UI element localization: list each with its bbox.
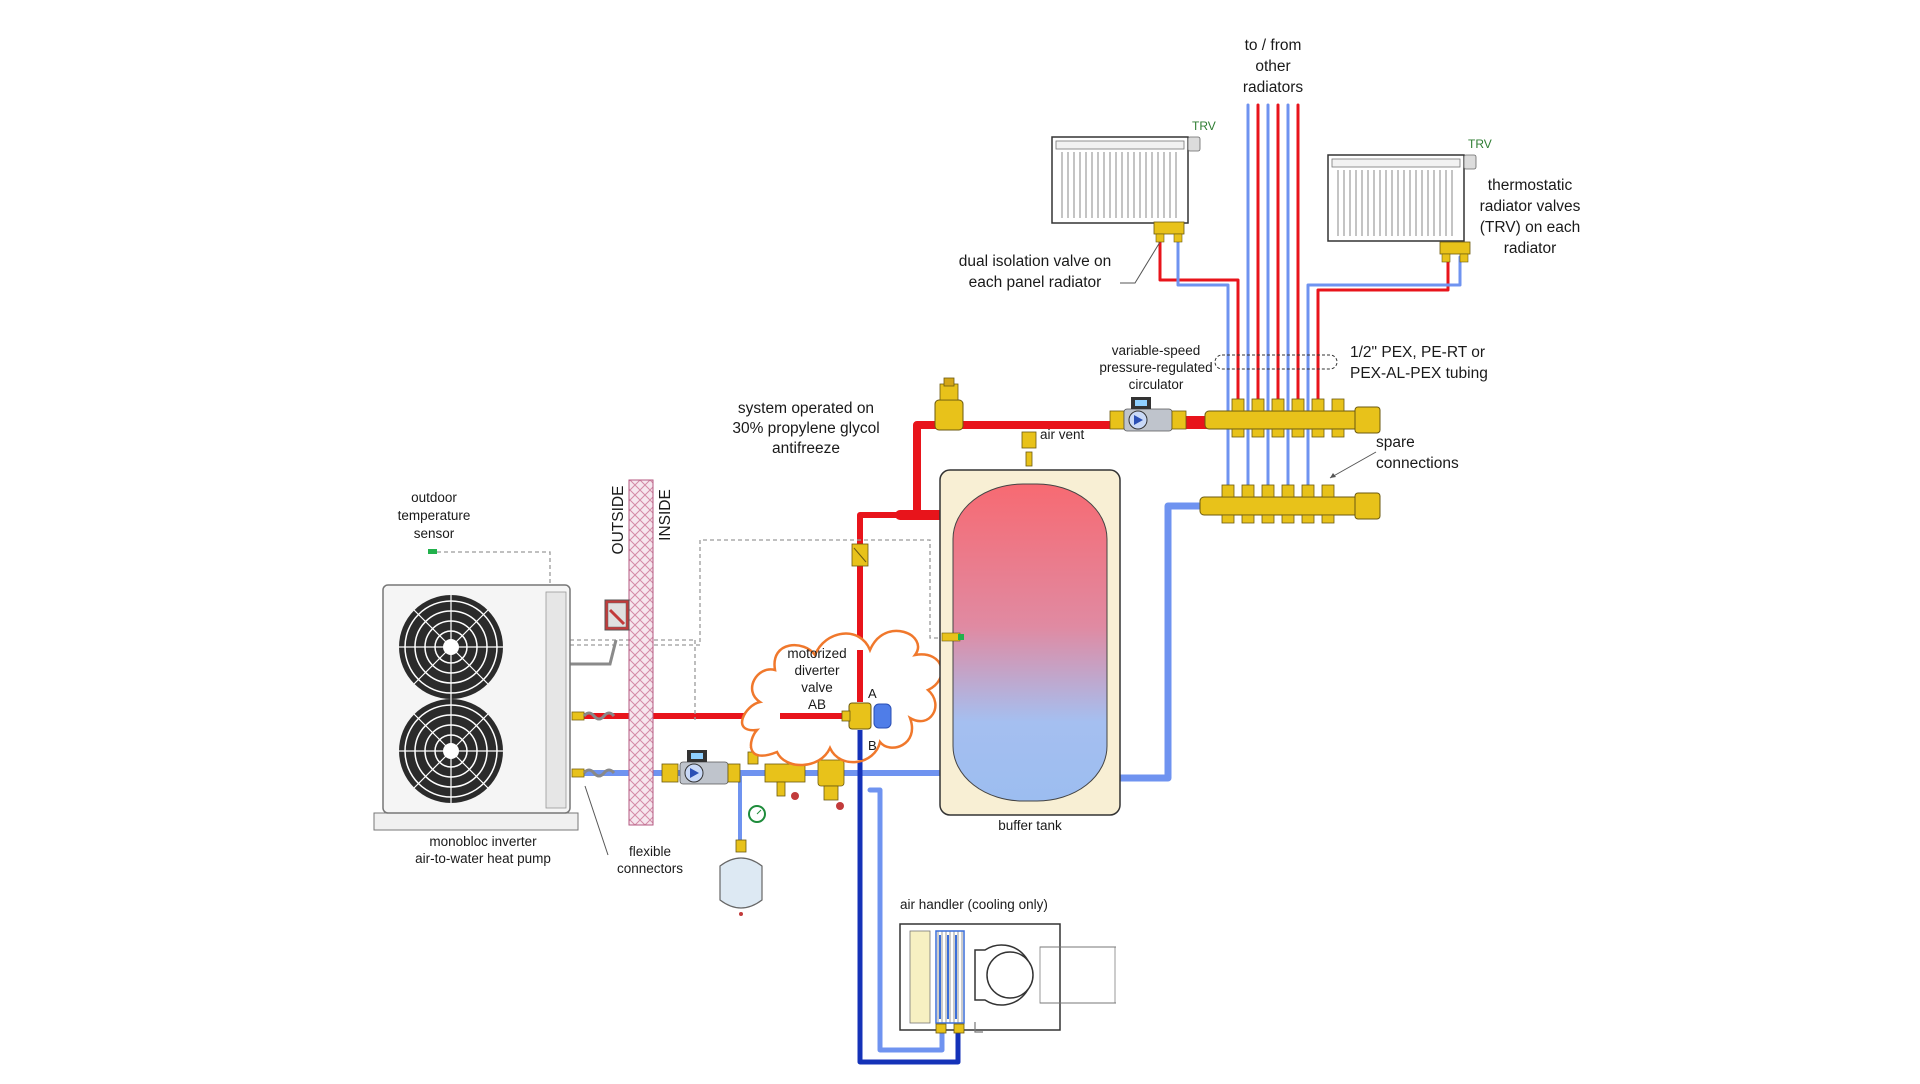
- flexible-connectors-label-2: connectors: [617, 861, 683, 876]
- air-vent-label: air vent: [1040, 427, 1085, 442]
- isolation-valve-icon: [1439, 241, 1471, 255]
- riser-blue-5: [1306, 255, 1462, 487]
- riser-red-5: [1316, 255, 1450, 412]
- control-wiring: [437, 539, 958, 720]
- diverter-label-3: valve: [801, 680, 833, 695]
- flexible-connectors-label-1: flexible: [629, 844, 671, 859]
- fan-icon: [399, 699, 503, 803]
- circulator-icon: [679, 750, 729, 785]
- sensor-cable: [570, 639, 618, 666]
- isolation-valve-icon: [1153, 221, 1185, 235]
- radiator-callouts: to / from other radiators dual isolation…: [959, 37, 1581, 291]
- diverter-valve-icon: [841, 702, 892, 730]
- to-from-label-2: other: [1255, 58, 1290, 75]
- dirt-separator-icon: [817, 759, 845, 810]
- trv-head-icon: [1463, 154, 1477, 170]
- heat-pump-label-1: monobloc inverter: [429, 834, 537, 849]
- thermostatic-label-4: radiator: [1504, 240, 1557, 257]
- antifreeze-label-2: 30% propylene glycol: [732, 420, 879, 437]
- thermostatic-label-1: thermostatic: [1488, 177, 1573, 194]
- purge-valve-icon: [764, 763, 806, 783]
- air-vent-icon: [1021, 431, 1037, 449]
- thermostatic-label-2: radiator valves: [1480, 198, 1581, 215]
- trv-label-right: TRV: [1468, 137, 1492, 151]
- air-handler-return-pipe: [867, 787, 945, 1053]
- outdoor-sensor-label-1: outdoor: [411, 490, 457, 505]
- tubing-callout: 1/2" PEX, PE-RT or PEX-AL-PEX tubing: [1214, 344, 1488, 382]
- to-from-label-3: radiators: [1243, 79, 1304, 96]
- return-line-components: [661, 744, 845, 916]
- radiator-left: TRV: [1051, 119, 1216, 243]
- exterior-wall: OUTSIDE INSIDE: [610, 479, 674, 826]
- supply-manifold: [1204, 398, 1381, 438]
- drain-stub: [776, 781, 786, 797]
- antifreeze-label-3: antifreeze: [772, 440, 840, 457]
- diverter-label-2: diverter: [794, 663, 840, 678]
- air-separator-icon: [934, 377, 964, 431]
- radiator-right: TRV: [1327, 137, 1492, 263]
- drain-handle-icon: [791, 792, 799, 800]
- air-handler: air handler (cooling only): [899, 897, 1116, 1034]
- outdoor-sensor-label-3: sensor: [414, 526, 455, 541]
- circulator-icon: [1123, 397, 1173, 432]
- system-circulator: variable-speed pressure-regulated circul…: [1099, 343, 1213, 432]
- air-handler-supply-pipe: [857, 727, 961, 1065]
- thermostatic-label-3: (TRV) on each: [1480, 219, 1581, 236]
- dual-isolation-label-2: each panel radiator: [969, 274, 1102, 291]
- circulator-label-1: variable-speed: [1112, 343, 1201, 358]
- diverter-label-4: AB: [808, 697, 826, 712]
- buffer-tank: buffer tank: [939, 469, 1121, 833]
- air-filter: [909, 930, 931, 1024]
- sensor-icon: [428, 549, 437, 554]
- check-valve-icon: [727, 763, 741, 783]
- fan-icon: [399, 595, 503, 699]
- circulator-label-3: circulator: [1129, 377, 1184, 392]
- condensate-drain: [974, 1022, 983, 1033]
- flexible-connectors: flexible connectors: [571, 711, 683, 876]
- trv-label-left: TRV: [1192, 119, 1216, 133]
- wall-penetration-box: [604, 599, 630, 631]
- air-handler-label: air handler (cooling only): [900, 897, 1048, 912]
- to-from-label-1: to / from: [1245, 37, 1302, 54]
- tubing-label-1: 1/2" PEX, PE-RT or: [1350, 344, 1485, 361]
- heat-pump-base: [373, 812, 579, 831]
- tank-sensor-icon: [958, 634, 964, 640]
- antifreeze-note: system operated on 30% propylene glycol …: [732, 400, 879, 457]
- inside-label: INSIDE: [657, 489, 674, 541]
- check-valve-riser-icon: [851, 543, 869, 567]
- outdoor-sensor-label-2: temperature: [398, 508, 471, 523]
- heat-pump-label-2: air-to-water heat pump: [415, 851, 551, 866]
- spare-connections-label-1: spare: [1376, 434, 1415, 451]
- outside-label: OUTSIDE: [610, 486, 627, 555]
- diverter-valve-group: motorized diverter valve AB A B: [740, 629, 943, 767]
- air-vent: air vent: [1021, 427, 1085, 467]
- tubing-label-2: PEX-AL-PEX tubing: [1350, 365, 1488, 382]
- blower-icon: [974, 944, 1116, 1006]
- trv-head-icon: [1187, 136, 1201, 152]
- riser-blue-1: [1176, 235, 1230, 487]
- tank-sensor-well: [941, 632, 961, 642]
- diverter-label-1: motorized: [787, 646, 846, 661]
- return-manifold: [1199, 484, 1381, 524]
- pressure-gauge-icon: [748, 805, 766, 823]
- ball-valve-icon: [661, 763, 679, 783]
- port-a-label: A: [868, 686, 877, 701]
- riser-red-1: [1158, 235, 1240, 412]
- spare-connections-callout: spare connections: [1329, 434, 1459, 479]
- outdoor-sensor: outdoor temperature sensor: [398, 490, 471, 554]
- buffer-tank-label: buffer tank: [998, 818, 1062, 833]
- circulator-label-2: pressure-regulated: [1099, 360, 1212, 375]
- diverter-cloud: [740, 629, 943, 767]
- tank-return-pipe: [1114, 502, 1209, 782]
- antifreeze-label-1: system operated on: [738, 400, 874, 417]
- expansion-tank: [719, 839, 763, 916]
- heat-pump-unit: monobloc inverter air-to-water heat pump: [373, 584, 579, 866]
- dual-isolation-label-1: dual isolation valve on: [959, 253, 1112, 270]
- spare-connections-label-2: connections: [1376, 455, 1459, 472]
- port-b-label: B: [868, 738, 877, 753]
